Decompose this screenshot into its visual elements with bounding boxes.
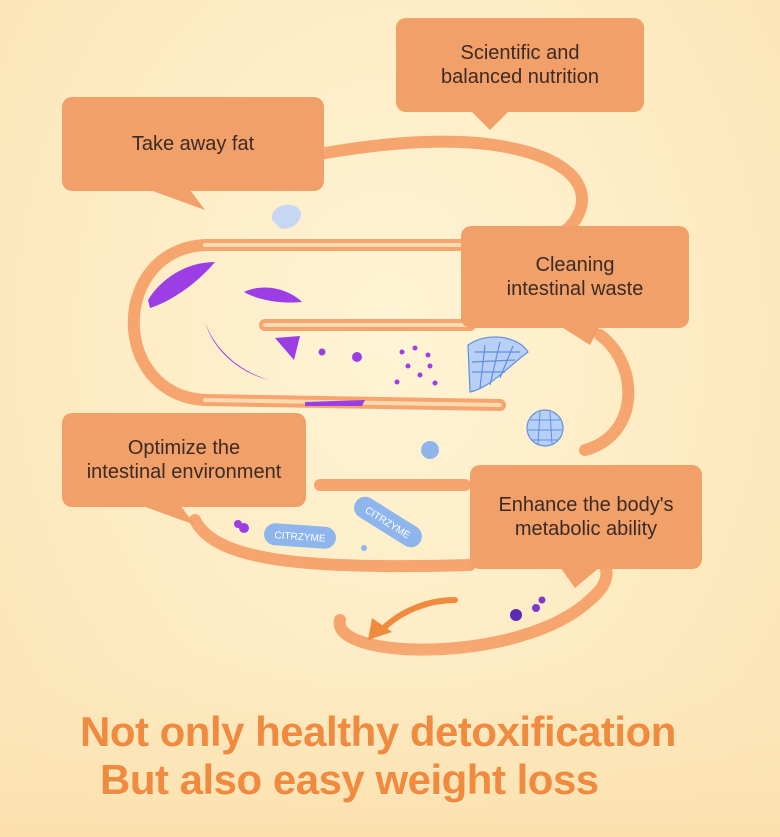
bubble-metabolic-text: Enhance the body's metabolic ability — [498, 494, 674, 540]
fat-blob — [275, 336, 300, 360]
bacteria-icon — [271, 204, 301, 229]
fat-blob — [148, 262, 215, 308]
bubble-waste-text: Cleaning intestinal waste — [506, 254, 644, 300]
bubble-dot — [421, 441, 439, 459]
waste-particles — [148, 262, 546, 621]
bubble-nutrition-text: Scientific and balanced nutrition — [441, 42, 599, 88]
capsule-1: CITRZYME — [264, 523, 336, 549]
return-arrow — [368, 597, 458, 640]
bubble-environment — [62, 413, 306, 525]
bubble-fat — [62, 97, 324, 210]
bubble-fat-text: Take away fat — [131, 133, 255, 155]
fat-blob — [205, 322, 270, 380]
capsule-2: CITRZYME — [354, 496, 422, 548]
bubble-waste — [461, 226, 689, 345]
fat-strip — [305, 400, 365, 406]
particle — [318, 348, 326, 356]
mesh-icon — [467, 336, 529, 393]
particle — [352, 352, 362, 362]
fat-blob — [244, 287, 302, 303]
bubble-nutrition — [396, 18, 644, 130]
bubble-metabolic — [470, 465, 702, 588]
intestine-tube — [127, 135, 635, 656]
headline-line-1: Not only healthy detoxification — [80, 708, 676, 755]
headline-line-2: But also easy weight loss — [100, 756, 599, 803]
capsule-label: CITRZYME — [274, 530, 326, 545]
bubble-environment-text: Optimize the intestinal environment — [86, 437, 282, 483]
mesh-ball-icon — [526, 409, 564, 447]
